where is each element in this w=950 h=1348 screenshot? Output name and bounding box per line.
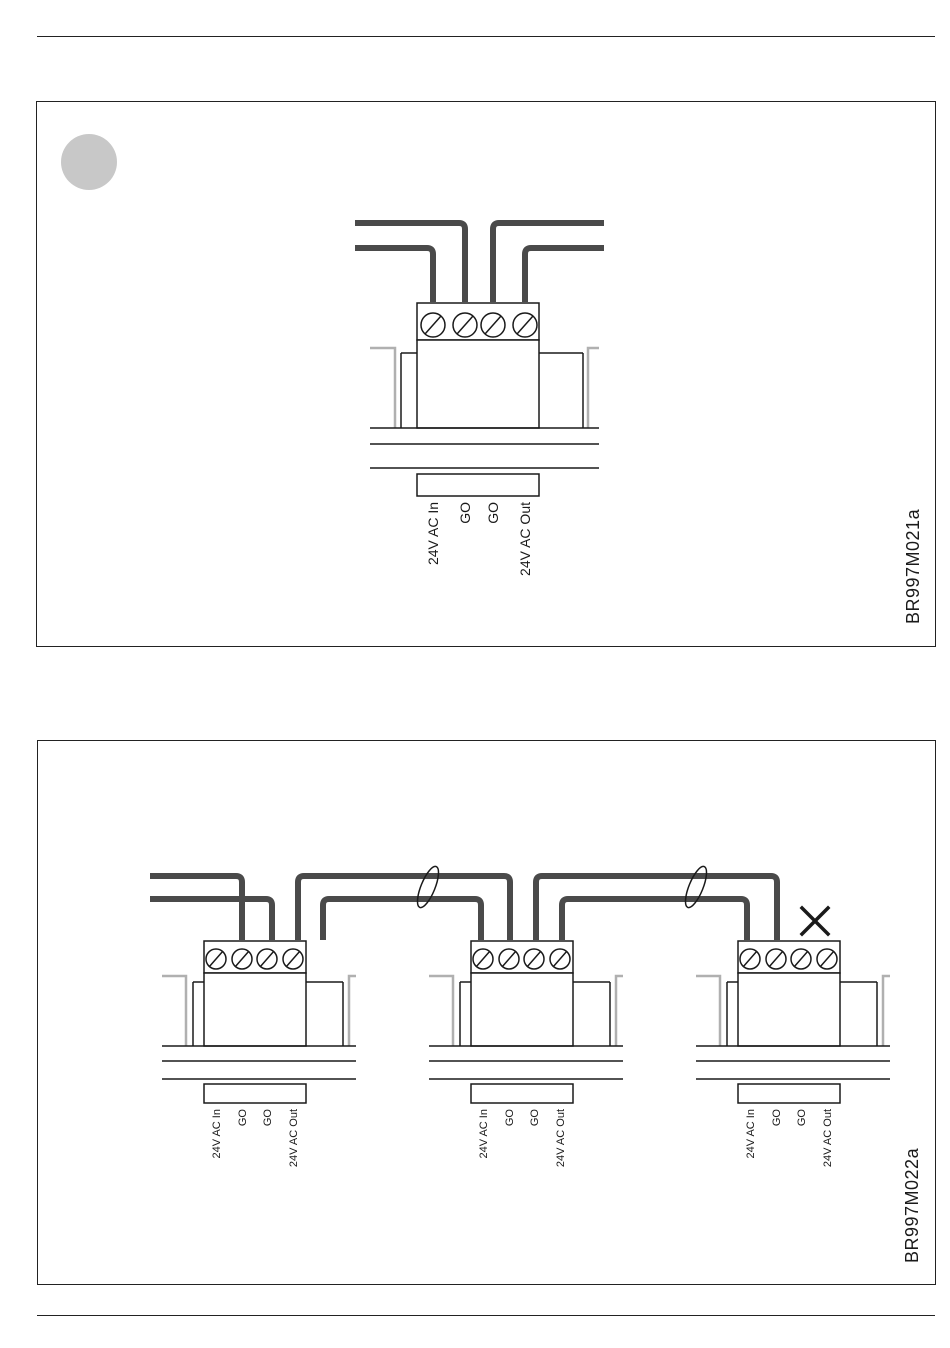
screw-terminal-icon: [206, 949, 226, 969]
terminal-label: 24V AC In: [211, 1109, 223, 1159]
label-plate: [471, 1084, 573, 1103]
terminal-label: 24V AC Out: [822, 1109, 834, 1167]
screw-terminal-icon: [791, 949, 811, 969]
cable-feed-1: [150, 876, 242, 940]
terminal-label: GO: [529, 1109, 541, 1127]
screw-terminal-icon: [453, 313, 477, 337]
terminal-label: 24V AC In: [425, 502, 441, 565]
cable-feed-2: [150, 899, 272, 940]
terminal-label: 24V AC In: [478, 1109, 490, 1159]
terminal-label: GO: [262, 1109, 274, 1127]
cable-link-2a: [536, 876, 777, 940]
module-3: 24V AC In GO GO 24V AC Out: [696, 941, 890, 1167]
screw-terminal-icon: [283, 949, 303, 969]
terminal-labels: 24V AC In GO GO 24V AC Out: [425, 502, 533, 576]
terminal-label: 24V AC Out: [555, 1109, 567, 1167]
terminal-label: GO: [237, 1109, 249, 1127]
terminal-label: 24V AC Out: [517, 502, 533, 576]
bottom-rule: [37, 1315, 935, 1316]
x-mark-icon: [802, 908, 828, 934]
screw-terminal-icon: [524, 949, 544, 969]
screw-terminal-icon: [550, 949, 570, 969]
figure-2-diagram: 24V AC In GO GO 24V AC Out: [38, 741, 937, 1286]
cable-go-2: [493, 223, 604, 302]
cable-group: [355, 223, 604, 302]
figure-1-diagram: 24V AC In GO GO 24V AC Out: [37, 102, 937, 648]
step-marker-circle: [61, 134, 117, 190]
diagram-code: BR997M021a: [903, 509, 924, 624]
label-plate: [417, 474, 539, 496]
screw-terminal-icon: [513, 313, 537, 337]
terminal-label: GO: [771, 1109, 783, 1127]
cable-link-1b: [323, 899, 481, 940]
screw-terminal-icon: [257, 949, 277, 969]
screw-terminal-icon: [740, 949, 760, 969]
figure-2-frame: 24V AC In GO GO 24V AC Out: [37, 740, 936, 1285]
top-rule: [37, 36, 935, 37]
module-2: 24V AC In GO GO 24V AC Out: [429, 941, 623, 1167]
screw-terminal-icon: [499, 949, 519, 969]
cable-24v-in: [355, 248, 433, 302]
screw-terminal-icon: [817, 949, 837, 969]
screw-terminal-icon: [766, 949, 786, 969]
screw-terminal-icon: [421, 313, 445, 337]
terminal-label: 24V AC In: [745, 1109, 757, 1159]
cable-link-2b: [562, 899, 747, 940]
screw-terminal-icon: [232, 949, 252, 969]
label-plate: [204, 1084, 306, 1103]
terminal-label: 24V AC Out: [288, 1109, 300, 1167]
cable-24v-out: [525, 248, 604, 302]
diagram-code: BR997M022a: [902, 1148, 923, 1263]
module-1: 24V AC In GO GO 24V AC Out: [162, 941, 356, 1167]
terminal-label: GO: [796, 1109, 808, 1127]
cable-group: [150, 876, 777, 940]
screw-terminal-icon: [473, 949, 493, 969]
figure-1-frame: 24V AC In GO GO 24V AC Out BR997M021a: [36, 101, 936, 647]
terminal-label: GO: [457, 502, 473, 524]
cable-go-1: [355, 223, 465, 302]
screw-terminal-icon: [481, 313, 505, 337]
terminal-label: GO: [485, 502, 501, 524]
label-plate: [738, 1084, 840, 1103]
terminal-label: GO: [504, 1109, 516, 1127]
